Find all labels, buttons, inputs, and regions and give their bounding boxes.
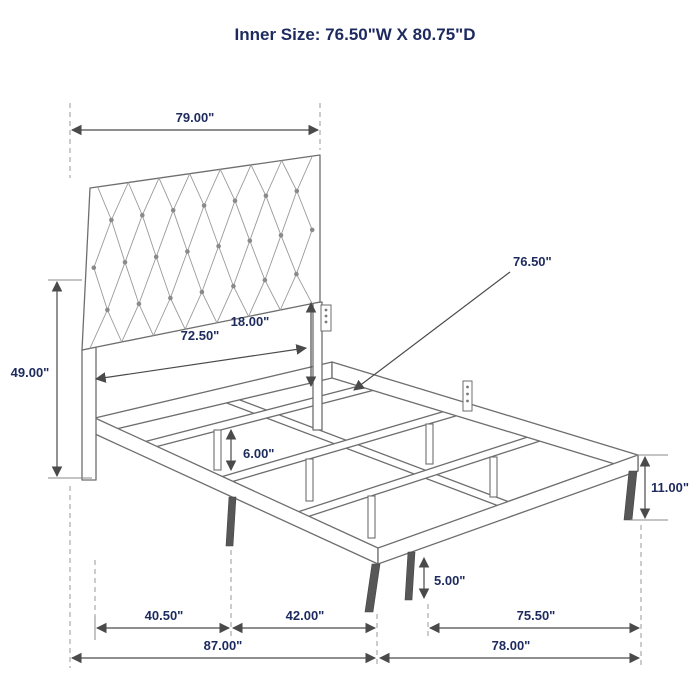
near-rail-center-leg [225,496,237,547]
metal-legs [225,470,638,613]
slat-support-legs [213,423,498,539]
front-center-leg [404,551,416,601]
overall-depth-label: 87.00" [204,638,243,653]
overall-width-label: 78.00" [492,638,531,653]
inner-post-width-label: 72.50" [181,328,220,343]
side-rail-label: 11.00" [651,480,689,495]
front-leg-label: 5.00" [434,573,465,588]
support-peg [489,456,498,498]
headboard [81,154,323,481]
frame-rails [94,361,639,565]
span-mid-label: 42.00" [286,608,325,623]
center-leg-label: 6.00" [243,446,274,461]
support-peg [305,458,314,502]
headboard-left-leg [81,346,97,481]
front-right-leg [623,470,638,521]
panel-drop-label: 18.00" [231,314,270,329]
headboard-bracket [320,304,332,332]
support-peg [425,423,434,465]
headboard-height-label: 49.00" [11,365,50,380]
headboard-panel [81,154,321,351]
center-support-rail [212,389,509,511]
bed-drawing [81,154,639,613]
span-left-label: 40.50" [145,608,184,623]
slat-width-label: 76.50" [513,254,552,269]
page-title: Inner Size: 76.50"W X 80.75"D [235,25,476,44]
dimension-annotations: 79.00" 49.00" 72.50" 18.00" 76.50" 6.00"… [11,103,689,668]
inner-post-width-dimline [94,344,308,383]
mounting-brackets [320,304,473,412]
span-right-label: 75.50" [517,608,556,623]
slat-width-leader [353,271,511,391]
support-peg [213,429,222,471]
support-peg [367,495,376,539]
rail-bracket [462,380,473,412]
front-rail [377,454,639,565]
front-left-leg [364,563,381,613]
headboard-width-label: 79.00" [176,110,215,125]
tufting-buttons [91,188,315,313]
near-side-rail [94,417,379,565]
